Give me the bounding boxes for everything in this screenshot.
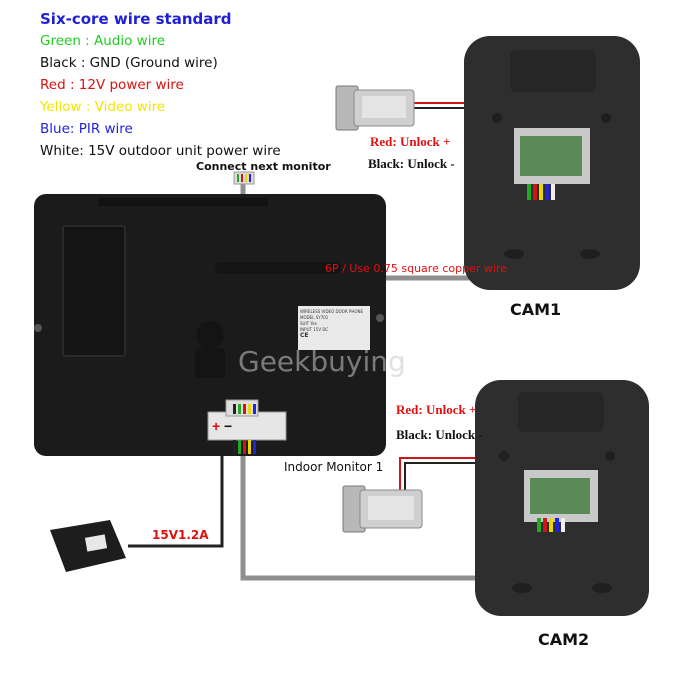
- cable-spec-label: 6P / Use 0.75 square copper wire: [325, 262, 507, 275]
- legend-item-black: Black : GND (Ground wire): [40, 55, 218, 71]
- next-monitor-connector: [233, 171, 255, 185]
- sticker-line-3: SUIT Yes: [300, 321, 317, 326]
- sticker-mark: CE: [300, 332, 309, 339]
- product-sticker: WIRELESS VIDEO DOOR PHONE MODEL SY701 SU…: [300, 309, 363, 339]
- legend-item-green: Green : Audio wire: [40, 33, 166, 49]
- legend-title: Six-core wire standard: [40, 10, 232, 28]
- sticker-line-1: WIRELESS VIDEO DOOR PHONE: [300, 309, 364, 314]
- cam2-red-unlock-label: Red: Unlock +: [396, 402, 477, 417]
- electric-lock-1: [335, 85, 415, 131]
- cam2-outdoor-unit: [475, 380, 649, 616]
- indoor-monitor-label: Indoor Monitor 1: [284, 460, 384, 474]
- cam2-black-unlock-label: Black: Unlock -: [396, 427, 483, 442]
- legend-item-white: White: 15V outdoor unit power wire: [40, 143, 281, 159]
- terminal-minus-label: −: [224, 418, 233, 434]
- legend-item-red: Red : 12V power wire: [40, 77, 184, 93]
- sticker-line-4: INPUT 15V DC: [300, 327, 329, 332]
- cam1-red-unlock-label: Red: Unlock +: [370, 134, 451, 149]
- indoor-monitor: [34, 194, 386, 456]
- sticker-line-2: MODEL SY701: [300, 315, 329, 320]
- watermark: Geekbuying: [238, 345, 406, 378]
- legend-item-yellow: Yellow : Video wire: [40, 99, 166, 115]
- terminal-plus-label: +: [212, 418, 221, 434]
- cam1-label: CAM1: [510, 300, 562, 319]
- monitor-terminal-block: [207, 399, 287, 454]
- electric-lock-2: [342, 485, 423, 533]
- power-adapter: [50, 520, 126, 572]
- cam2-label: CAM2: [538, 630, 590, 649]
- cam1-black-unlock-label: Black: Unlock -: [368, 156, 455, 171]
- adapter-rating-label: 15V1.2A: [152, 528, 209, 542]
- legend-item-blue: Blue: PIR wire: [40, 121, 133, 137]
- cam1-outdoor-unit: [464, 36, 640, 290]
- wire-legend: Six-core wire standard Green : Audio wir…: [40, 8, 281, 162]
- power-cable: [128, 440, 224, 548]
- connect-next-monitor-label: Connect next monitor: [196, 160, 331, 173]
